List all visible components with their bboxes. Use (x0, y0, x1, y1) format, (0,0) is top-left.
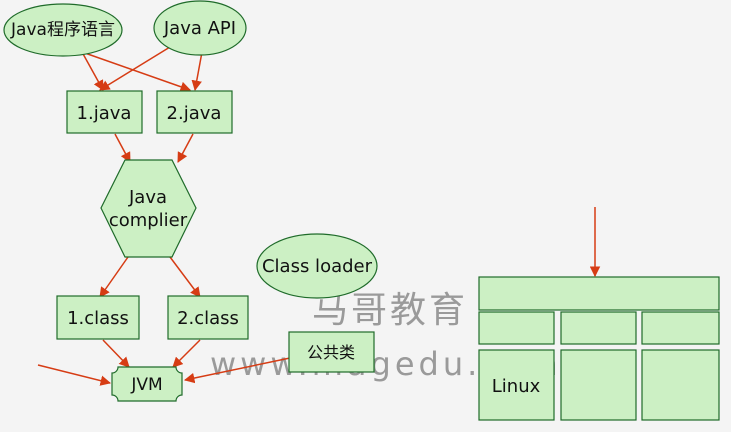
arrow-api-to-1java (99, 46, 171, 91)
os-mid-cell-3 (641, 311, 720, 345)
os-mid-cell-1 (478, 311, 555, 345)
linux-label: Linux (492, 376, 541, 397)
os-bottom-cell-2 (560, 349, 637, 421)
file-1java-label: 1.java (77, 103, 132, 124)
watermark-title: 马哥教育 (312, 290, 468, 331)
java-api-node: Java API (153, 0, 247, 56)
os-layer: Linux (478, 276, 720, 421)
file-2class-node: 2.class (167, 295, 249, 340)
arrow-lang-to-2java (81, 51, 191, 92)
jvm-label: JVM (130, 375, 162, 395)
java-language-label: Java程序语言 (10, 20, 115, 40)
arrow-public-to-jvm (183, 357, 291, 384)
os-mid-cell-2 (560, 311, 637, 345)
public-classes-node: 公共类 (288, 331, 375, 373)
arrow-1class-to-jvm (102, 339, 130, 368)
class-loader-label: Class loader (262, 256, 373, 277)
class-loader-node: Class loader (256, 233, 378, 299)
arrow-compiler-to-1class (99, 256, 129, 298)
compiler-label-line1: Java (128, 187, 167, 208)
arrow-api-to-2java (191, 51, 203, 92)
arrows (37, 46, 601, 386)
java-compiler-node: Java complier (100, 159, 197, 258)
file-2class-label: 2.class (177, 308, 239, 329)
compiler-label-line2: complier (109, 210, 188, 231)
file-1class-node: 1.class (56, 295, 140, 340)
arrow-2java-to-compiler (177, 133, 194, 163)
arrow-2class-to-jvm (172, 339, 201, 368)
public-classes-label: 公共类 (307, 343, 355, 362)
java-api-label: Java API (163, 18, 236, 39)
file-2java-label: 2.java (167, 103, 222, 124)
file-1class-label: 1.class (67, 308, 129, 329)
arrow-input-to-jvm (37, 364, 112, 386)
file-2java-node: 2.java (156, 90, 233, 134)
file-1java-node: 1.java (66, 90, 143, 134)
jvm-node: JVM (111, 366, 183, 402)
arrow-compiler-to-2class (169, 256, 201, 298)
os-top-layer (478, 276, 720, 311)
os-linux-cell (478, 349, 555, 421)
java-language-node: Java程序语言 (3, 3, 123, 57)
os-bottom-cell-3 (641, 349, 720, 421)
arrow-1java-to-compiler (114, 133, 131, 163)
